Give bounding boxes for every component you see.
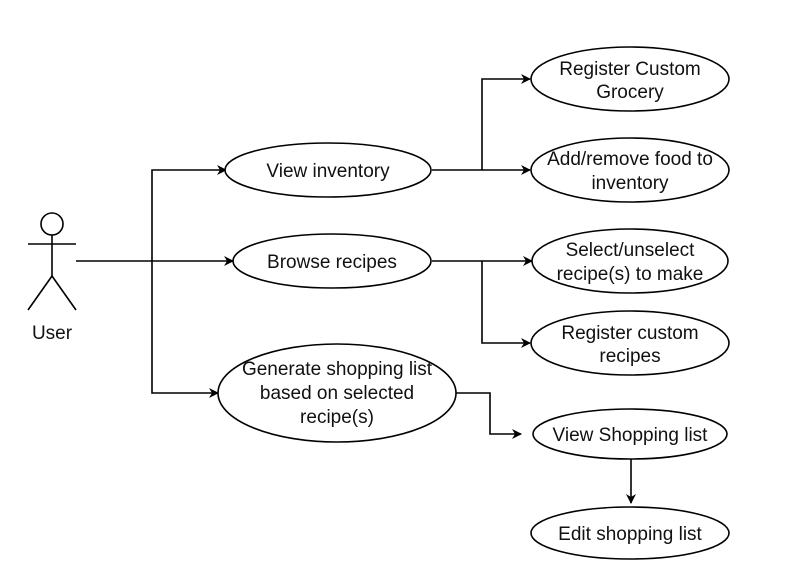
use-case-select-recipes-shape <box>531 228 729 294</box>
edge-browse-register-recipes <box>481 261 531 348</box>
connectors <box>76 74 636 504</box>
use-case-add-remove-food: Add/remove food to inventory <box>530 137 730 203</box>
use-case-select-recipes: Select/unselect recipe(s) to make <box>531 228 729 294</box>
edge-inventory-register-grocery <box>481 74 531 170</box>
use-case-register-recipes-line-1: Register custom <box>561 323 698 344</box>
use-case-add-remove-food-shape <box>530 137 730 203</box>
use-case-add-remove-food-line-1: Add/remove food to <box>547 149 713 170</box>
use-case-register-recipes-shape <box>530 310 730 376</box>
use-case-register-grocery-line-1: Register Custom <box>559 59 701 80</box>
use-case-view-inventory: View inventory <box>224 142 432 198</box>
use-case-generate-list-line-1: Generate shopping list <box>242 359 433 380</box>
use-case-view-inventory-shape <box>224 142 432 198</box>
use-case-add-remove-food-line-2: inventory <box>591 173 669 194</box>
use-case-select-recipes-line-2: recipe(s) to make <box>557 264 704 285</box>
use-case-register-grocery: Register Custom Grocery <box>530 46 730 112</box>
use-case-edit-list-shape <box>530 506 730 560</box>
use-case-edit-list: Edit shopping list <box>530 506 730 560</box>
use-case-register-recipes-line-2: recipes <box>599 346 660 367</box>
use-case-browse-recipes-line-1: Browse recipes <box>267 252 397 273</box>
use-case-view-list-line-1: View Shopping list <box>553 425 709 446</box>
edge-user-generate-list <box>151 261 219 398</box>
use-case-browse-recipes-shape <box>232 233 432 289</box>
use-case-generate-list-line-3: recipe(s) <box>300 407 374 428</box>
edge-user-view-inventory <box>151 165 227 261</box>
use-case-register-grocery-line-2: Grocery <box>596 82 664 103</box>
actor-label: User <box>32 323 73 344</box>
actor-left-leg <box>27 275 53 311</box>
use-case-register-grocery-shape <box>530 46 730 112</box>
use-case-generate-list-shape <box>217 343 457 443</box>
actor-right-leg <box>51 275 77 311</box>
use-case-browse-recipes: Browse recipes <box>232 233 432 289</box>
use-case-edit-list-line-1: Edit shopping list <box>558 524 702 545</box>
actor-head <box>40 212 64 236</box>
actor-user: User <box>27 212 77 344</box>
use-case-generate-list-line-2: based on selected <box>260 383 414 404</box>
use-case-generate-list: Generate shopping list based on selected… <box>217 343 457 443</box>
use-case-view-inventory-line-1: View inventory <box>266 161 390 182</box>
edge-generate-view-list <box>456 392 522 439</box>
use-case-view-list: View Shopping list <box>532 408 728 460</box>
use-case-select-recipes-line-1: Select/unselect <box>566 240 696 261</box>
use-case-register-recipes: Register custom recipes <box>530 310 730 376</box>
use-case-view-list-shape <box>532 408 728 460</box>
